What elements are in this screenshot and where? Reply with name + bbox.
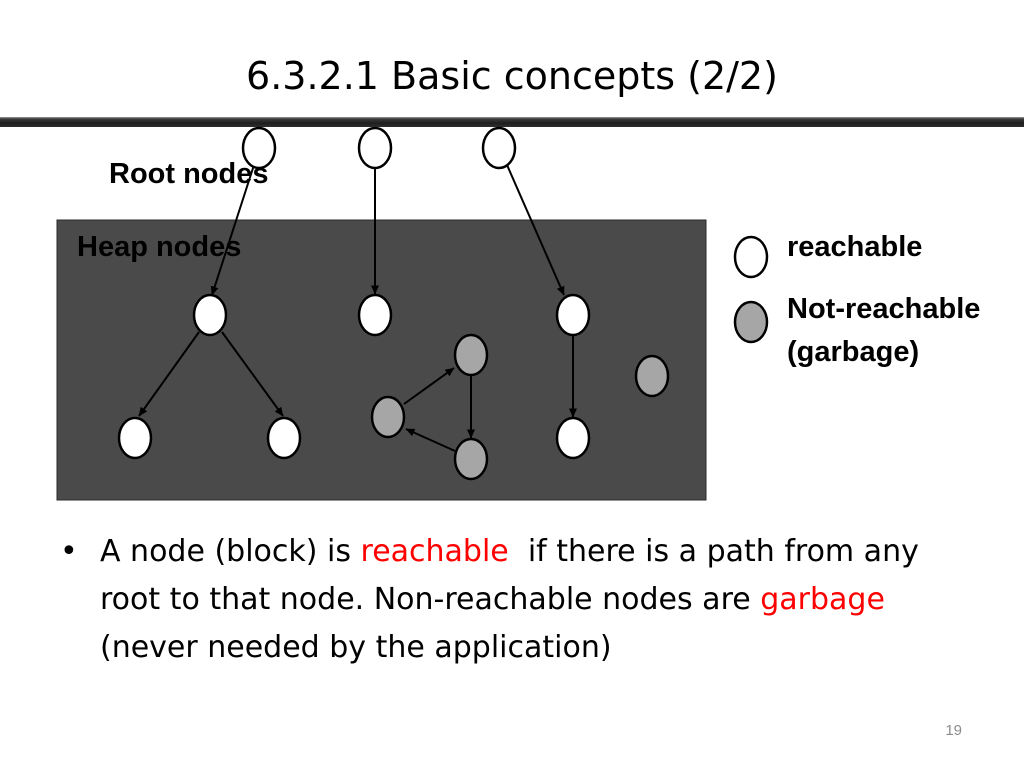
heap-node-garbage [634,354,670,398]
heap-node-garbage [370,395,406,439]
heap-node-reachable [555,293,591,337]
title-divider [0,117,1024,127]
reachability-diagram: Root nodes Heap nodes reachable Not-reac… [56,126,980,501]
heap-region [56,219,707,501]
heap-node-reachable [117,416,153,460]
edge-heap1-to-leaf-left [138,331,200,417]
heap-node-reachable [555,416,591,460]
heap-node-reachable [192,293,228,337]
root-nodes-label: Root nodes [109,158,269,190]
definition-text-part1: A node (block) is [100,534,361,569]
bullet-icon: • [60,534,78,569]
root-node-3 [481,126,517,170]
legend-reachable-label: reachable [787,231,922,263]
reachable-term: reachable [360,534,509,569]
legend-reachable-swatch [733,235,769,279]
definition-paragraph: • A node (block) is reachable if there i… [60,528,960,672]
root-node-1 [241,126,277,170]
legend-not-reachable-label: Not-reachable [787,293,980,325]
slide-title: 6.3.2.1 Basic concepts (2/2) [246,54,778,98]
page-number: 19 [945,722,962,739]
heap-node-reachable [357,293,393,337]
root-node-2 [357,126,393,170]
heap-node-reachable [266,416,302,460]
edge-heap1-to-leaf-right [221,331,284,417]
heap-nodes-label: Heap nodes [77,231,241,263]
definition-text-part3: (never needed by the application) [100,630,612,665]
definition-text-part2: if there is a path from any root to that… [100,534,929,617]
bullet-item: • A node (block) is reachable if there i… [60,528,960,672]
edge-garbage-left-to-top [403,367,455,405]
legend-garbage-label: (garbage) [787,336,919,368]
legend-garbage-swatch [733,300,769,344]
edge-root3-to-heap3 [506,164,565,296]
garbage-term: garbage [760,582,885,617]
edge-garbage-bottom-to-left [405,428,456,452]
heap-node-garbage [453,333,489,377]
edge-root1-to-heap1 [210,164,255,296]
heap-node-garbage [453,437,489,481]
